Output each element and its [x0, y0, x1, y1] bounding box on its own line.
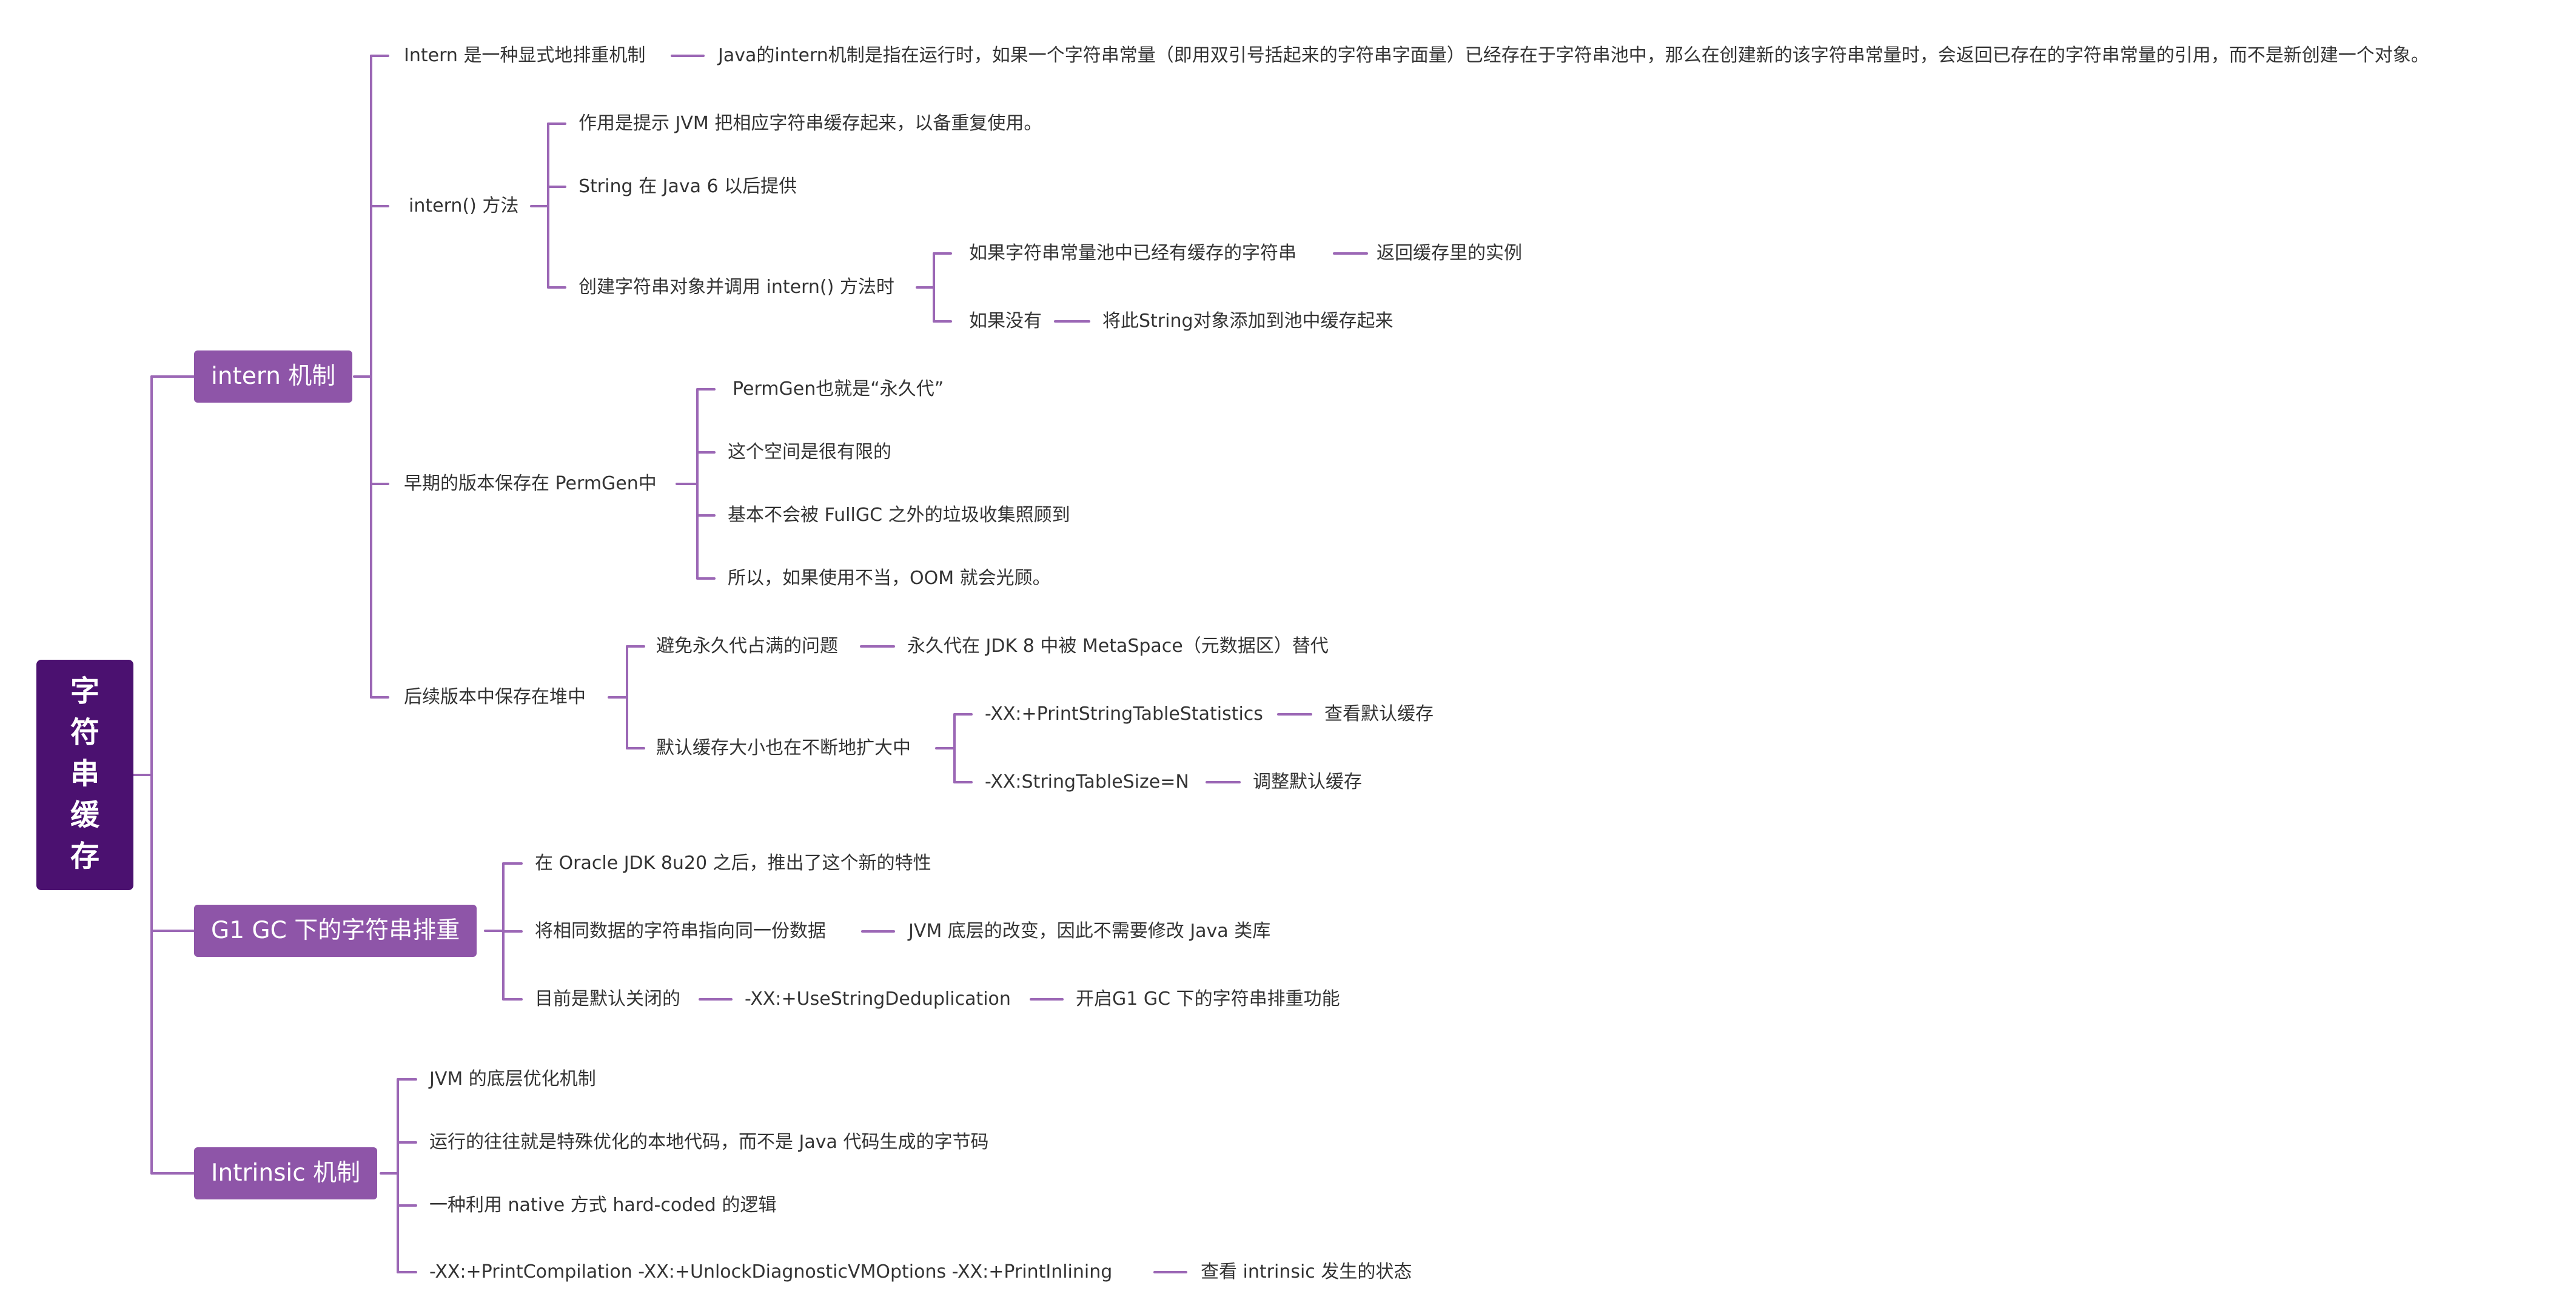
node-permgen-fullgc[interactable]: 基本不会被 FullGC 之外的垃圾收集照顾到 — [728, 505, 1070, 526]
node-intern-add-to-pool[interactable]: 将此String对象添加到池中缓存起来 — [1102, 310, 1394, 332]
node-g1-enable-dedup[interactable]: 开启G1 GC 下的字符串排重功能 — [1076, 988, 1340, 1010]
node-intern-since-java6[interactable]: String 在 Java 6 以后提供 — [579, 176, 797, 197]
node-intern-explicit-dedup[interactable]: Intern 是一种显式地排重机制 — [404, 45, 646, 66]
node-intern-definition[interactable]: Java的intern机制是指在运行时，如果一个字符串常量（即用双引号括起来的字… — [718, 45, 2429, 66]
node-permgen-limited[interactable]: 这个空间是很有限的 — [728, 441, 891, 463]
node-permgen-meaning[interactable]: PermGen也就是“永久代” — [733, 378, 944, 400]
node-heap-later[interactable]: 后续版本中保存在堆中 — [404, 686, 586, 708]
node-flag-use-dedup[interactable]: -XX:+UseStringDeduplication — [745, 988, 1011, 1010]
node-g1-default-off[interactable]: 目前是默认关闭的 — [535, 988, 680, 1010]
branch-g1gc-dedup[interactable]: G1 GC 下的字符串排重 — [194, 905, 477, 957]
node-intern-method[interactable]: intern() 方法 — [409, 195, 519, 216]
node-heap-metaspace[interactable]: 永久代在 JDK 8 中被 MetaSpace（元数据区）替代 — [907, 635, 1329, 657]
node-flag-stringtable-size[interactable]: -XX:StringTableSize=N — [985, 771, 1189, 793]
root-char: 符 — [70, 716, 99, 749]
node-intern-return-cached[interactable]: 返回缓存里的实例 — [1377, 243, 1522, 264]
node-g1-since-8u20[interactable]: 在 Oracle JDK 8u20 之后，推出了这个新的特性 — [535, 853, 931, 874]
branch-intrinsic[interactable]: Intrinsic 机制 — [194, 1147, 378, 1199]
node-intrinsic-jvm-opt[interactable]: JVM 的底层优化机制 — [429, 1068, 596, 1090]
node-intern-if-not[interactable]: 如果没有 — [969, 310, 1042, 332]
node-intrinsic-native-code[interactable]: 运行的往往就是特殊优化的本地代码，而不是 Java 代码生成的字节码 — [429, 1132, 989, 1153]
node-intern-if-cached[interactable]: 如果字符串常量池中已经有缓存的字符串 — [969, 243, 1296, 264]
node-permgen-oom[interactable]: 所以，如果使用不当，OOM 就会光顾。 — [728, 568, 1051, 589]
node-flag-print-stringtable[interactable]: -XX:+PrintStringTableStatistics — [985, 703, 1263, 725]
node-flag-print-compilation[interactable]: -XX:+PrintCompilation -XX:+UnlockDiagnos… — [429, 1261, 1113, 1282]
node-intrinsic-view-state[interactable]: 查看 intrinsic 发生的状态 — [1201, 1261, 1412, 1282]
node-intrinsic-hardcoded[interactable]: 一种利用 native 方式 hard-coded 的逻辑 — [429, 1195, 777, 1216]
root-node[interactable]: 字 符 串 缓 存 — [36, 660, 133, 890]
node-intern-create-call[interactable]: 创建字符串对象并调用 intern() 方法时 — [579, 277, 894, 298]
branch-intern[interactable]: intern 机制 — [194, 350, 353, 403]
node-intern-purpose[interactable]: 作用是提示 JVM 把相应字符串缓存起来，以备重复使用。 — [579, 113, 1042, 134]
node-view-default-cache[interactable]: 查看默认缓存 — [1324, 703, 1434, 725]
node-adjust-default-cache[interactable]: 调整默认缓存 — [1253, 771, 1362, 793]
node-heap-cache-growing[interactable]: 默认缓存大小也在不断地扩大中 — [656, 737, 911, 759]
root-char: 缓 — [70, 798, 99, 832]
root-char: 存 — [70, 839, 99, 873]
root-char: 串 — [70, 757, 99, 791]
node-heap-avoid-permgen-full[interactable]: 避免永久代占满的问题 — [656, 635, 838, 657]
node-g1-jvm-level-change[interactable]: JVM 底层的改变，因此不需要修改 Java 类库 — [908, 920, 1271, 942]
node-g1-point-same-data[interactable]: 将相同数据的字符串指向同一份数据 — [535, 920, 826, 942]
root-char: 字 — [70, 674, 99, 708]
node-permgen-early[interactable]: 早期的版本保存在 PermGen中 — [404, 473, 657, 494]
